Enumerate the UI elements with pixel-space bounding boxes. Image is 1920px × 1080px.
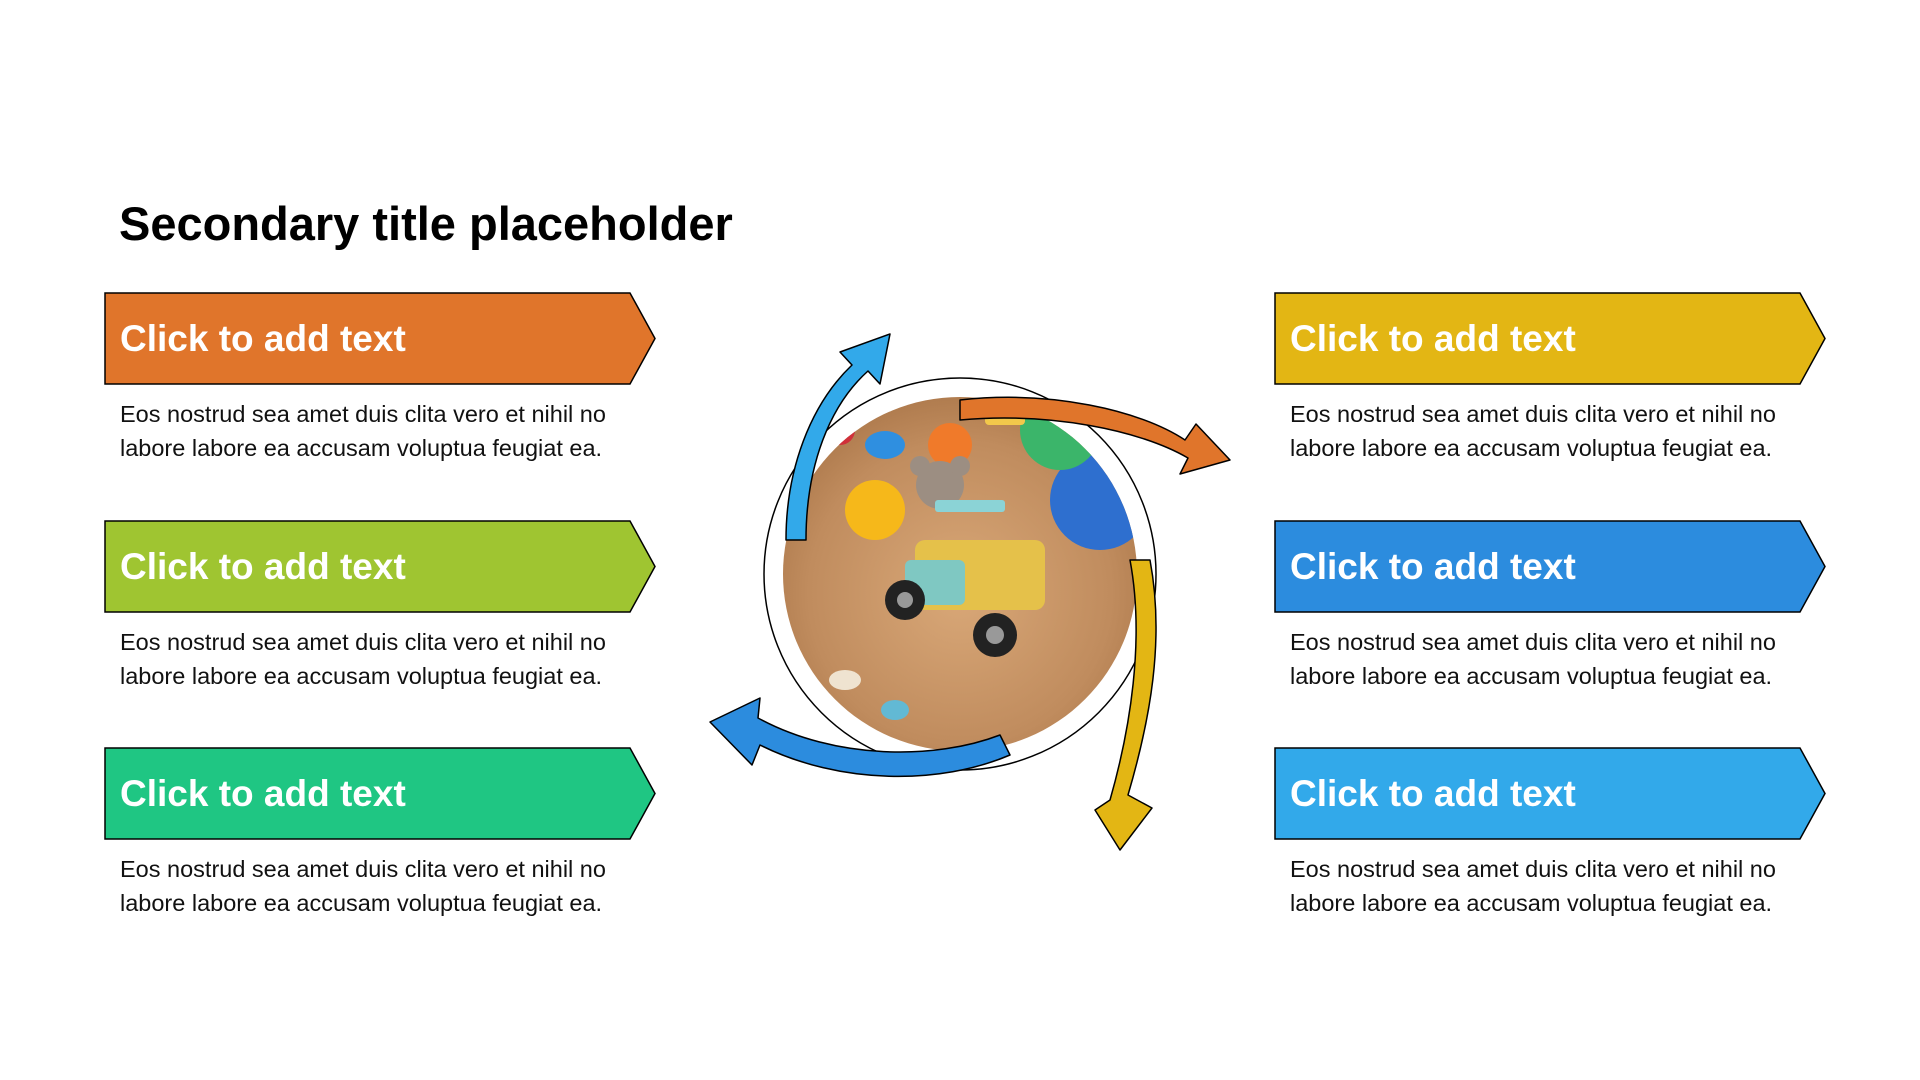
item-5: Click to add text Eos nostrud sea amet d… <box>1274 520 1834 693</box>
item-4-description[interactable]: Eos nostrud sea amet duis clita vero et … <box>1290 401 1776 461</box>
item-4-label: Click to add text <box>1290 318 1576 359</box>
item-1: Click to add text Eos nostrud sea amet d… <box>104 292 664 465</box>
item-3-label: Click to add text <box>120 773 406 814</box>
item-5-label: Click to add text <box>1290 546 1576 587</box>
item-5-banner[interactable]: Click to add text <box>1274 520 1826 613</box>
item-2-label: Click to add text <box>120 546 406 587</box>
item-5-description[interactable]: Eos nostrud sea amet duis clita vero et … <box>1290 629 1776 689</box>
toy-car-photo <box>783 397 1137 751</box>
item-3: Click to add text Eos nostrud sea amet d… <box>104 747 664 920</box>
item-6-description[interactable]: Eos nostrud sea amet duis clita vero et … <box>1290 856 1776 916</box>
item-3-banner[interactable]: Click to add text <box>104 747 656 840</box>
yellow-cycle-arrow <box>1094 559 1157 851</box>
item-1-label: Click to add text <box>120 318 406 359</box>
item-6: Click to add text Eos nostrud sea amet d… <box>1274 747 1834 920</box>
item-2-banner[interactable]: Click to add text <box>104 520 656 613</box>
item-4: Click to add text Eos nostrud sea amet d… <box>1274 292 1834 465</box>
item-2-description[interactable]: Eos nostrud sea amet duis clita vero et … <box>120 629 606 689</box>
item-1-banner[interactable]: Click to add text <box>104 292 656 385</box>
navy-cycle-arrow <box>709 697 1011 778</box>
item-6-label: Click to add text <box>1290 773 1576 814</box>
item-2: Click to add text Eos nostrud sea amet d… <box>104 520 664 693</box>
item-4-banner[interactable]: Click to add text <box>1274 292 1826 385</box>
orange-cycle-arrow <box>959 396 1231 475</box>
cycle-diagram <box>680 290 1240 870</box>
slide-title[interactable]: Secondary title placeholder <box>119 197 733 250</box>
item-6-banner[interactable]: Click to add text <box>1274 747 1826 840</box>
blue-cycle-arrow <box>785 333 891 541</box>
item-3-description[interactable]: Eos nostrud sea amet duis clita vero et … <box>120 856 606 916</box>
item-1-description[interactable]: Eos nostrud sea amet duis clita vero et … <box>120 401 606 461</box>
